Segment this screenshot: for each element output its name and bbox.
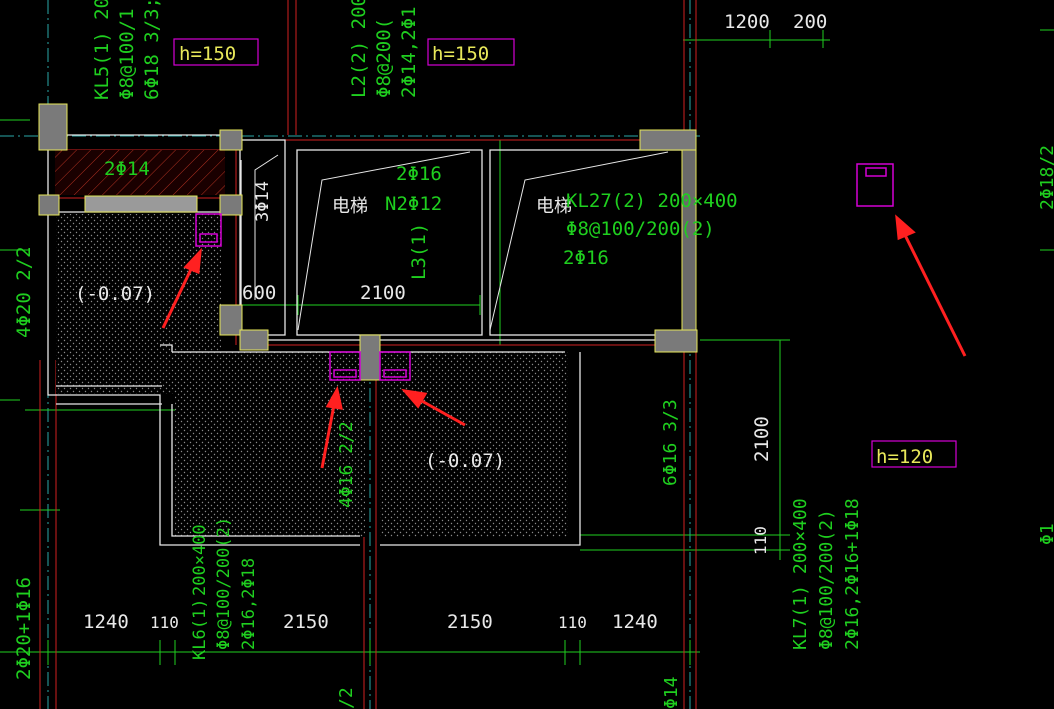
beam-l2-line3: 2Φ14,2Φ1 (398, 6, 420, 98)
dimension-text: 2150 (283, 611, 329, 633)
elevation-tag-boxes (173, 38, 957, 468)
beam-l2-line1: L2(2) 200 (348, 0, 370, 98)
beam-kl6-rebar: 2Φ16,2Φ18 (239, 558, 259, 650)
rebar-note: Φ1 (1037, 523, 1054, 545)
rebar-note: Φ14 (661, 676, 682, 709)
room-level-label: (-0.07) (75, 283, 155, 305)
beam-kl7-line3: 2Φ16,2Φ16+1Φ18 (842, 498, 863, 650)
beam-kl7-line2: Φ8@100/200(2) (816, 509, 837, 650)
dimension-text: 600 (242, 282, 276, 304)
dimension-text: 1240 (83, 611, 129, 633)
dimension-text: 1240 (612, 611, 658, 633)
dimension-text: 110 (558, 613, 587, 632)
rebar-note: 2Φ16 (396, 163, 442, 185)
rebar-note: 3Φ14 (253, 181, 273, 222)
elevator-label: 电梯 (536, 196, 572, 217)
beam-kl6-size: 200×400 (190, 524, 210, 596)
room-level-label: (-0.07) (425, 450, 505, 472)
rebar-note: 2Φ14 (104, 158, 150, 180)
pointer-arrows[interactable] (161, 214, 967, 469)
beam-kl27-line3: 2Φ16 (563, 247, 609, 269)
beam-kl6-stirrup: Φ8@100/200(2) (214, 517, 234, 650)
dimension-text: 200 (793, 11, 827, 33)
rebar-note: 2Φ20+1Φ16 (13, 577, 35, 680)
rebar-note: 2Φ18/2 (1037, 145, 1054, 210)
elevator-label: 电梯 (332, 196, 368, 217)
dimension-text: 2150 (447, 611, 493, 633)
dimension-text: 1200 (724, 11, 770, 33)
rebar-note: N2Φ12 (385, 193, 442, 215)
columns (38, 103, 698, 381)
elevation-tag: h=150 (179, 43, 236, 65)
rebar-note: 4Φ16 2/2 (336, 421, 357, 508)
elevation-tag: h=120 (876, 446, 933, 468)
dimension-lines (0, 29, 1054, 665)
hatched-beam-strip (55, 150, 225, 195)
elevator-door-lines (254, 151, 669, 331)
rebar-note: 6Φ16 3/3 (660, 399, 681, 486)
beam-kl5-line1: KL5(1) 20 (91, 0, 113, 100)
beam-kl6-name: KL6(1) (190, 599, 210, 660)
dimension-text: 110 (751, 526, 770, 555)
dimension-text: 2100 (360, 282, 406, 304)
beam-kl27-line2: Φ8@100/200(2) (566, 218, 715, 240)
rebar-note: 4Φ20 2/2 (13, 246, 35, 338)
box-markers (195, 163, 894, 381)
beam-kl7-line1: KL7(1) 200×400 (790, 498, 811, 650)
text-labels: h=150 h=150 h=120 (-0.07) (-0.07) 电梯 电梯 … (13, 0, 1054, 709)
slab-areas (56, 214, 568, 537)
dimension-text: 2100 (751, 416, 773, 462)
beam-l2-line2: Φ8@200( (373, 18, 395, 98)
dimension-text: 110 (150, 613, 179, 632)
elevation-tag: h=150 (432, 43, 489, 65)
beam-l3-label: L3(1) (408, 223, 430, 280)
rebar-note: /2 (336, 687, 357, 709)
beam-kl27-line1: KL27(2) 200×400 (566, 190, 738, 212)
beam-kl5-line2: Φ8@100/1 (116, 8, 138, 100)
beam-kl5-line3: 6Φ18 3/3; (141, 0, 163, 100)
